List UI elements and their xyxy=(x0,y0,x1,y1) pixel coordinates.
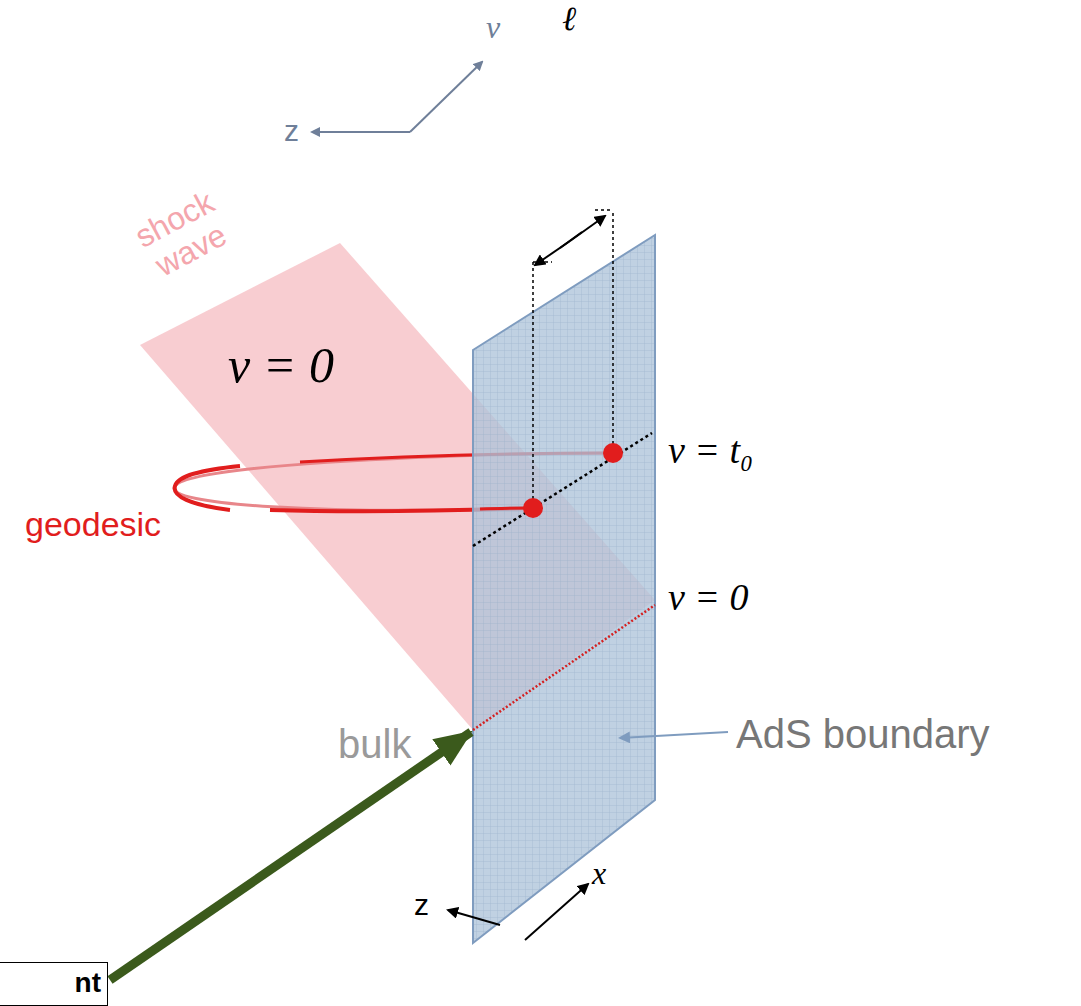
v0-line xyxy=(473,605,655,730)
label-text: v = 0 xyxy=(668,577,749,619)
label-text: shock wave xyxy=(118,178,248,292)
boundary-plane xyxy=(473,235,655,943)
pointer-arrow xyxy=(110,732,471,980)
dimension-lines xyxy=(533,210,613,505)
label-text: v = 0 xyxy=(228,338,334,393)
axes-top xyxy=(312,62,482,132)
endpoint-dot xyxy=(603,443,623,463)
vt0-line xyxy=(473,433,652,546)
label-text: x xyxy=(592,856,606,891)
callout-text: nt xyxy=(0,967,107,999)
label-text: ℓ xyxy=(562,0,576,37)
label-text: AdS boundary xyxy=(736,712,990,756)
label-text: bulk xyxy=(338,722,411,766)
label-text: z xyxy=(414,888,429,921)
axes-bottom xyxy=(448,884,588,940)
leader-line xyxy=(620,732,728,738)
label-text: geodesic xyxy=(25,506,161,543)
label-text: v xyxy=(486,10,500,45)
callout-box: nt xyxy=(0,962,108,1006)
label-text: v = t₀ xyxy=(668,430,753,472)
label-text: z xyxy=(284,114,299,147)
endpoint-dot xyxy=(523,498,543,518)
geodesic-curve xyxy=(175,466,240,510)
